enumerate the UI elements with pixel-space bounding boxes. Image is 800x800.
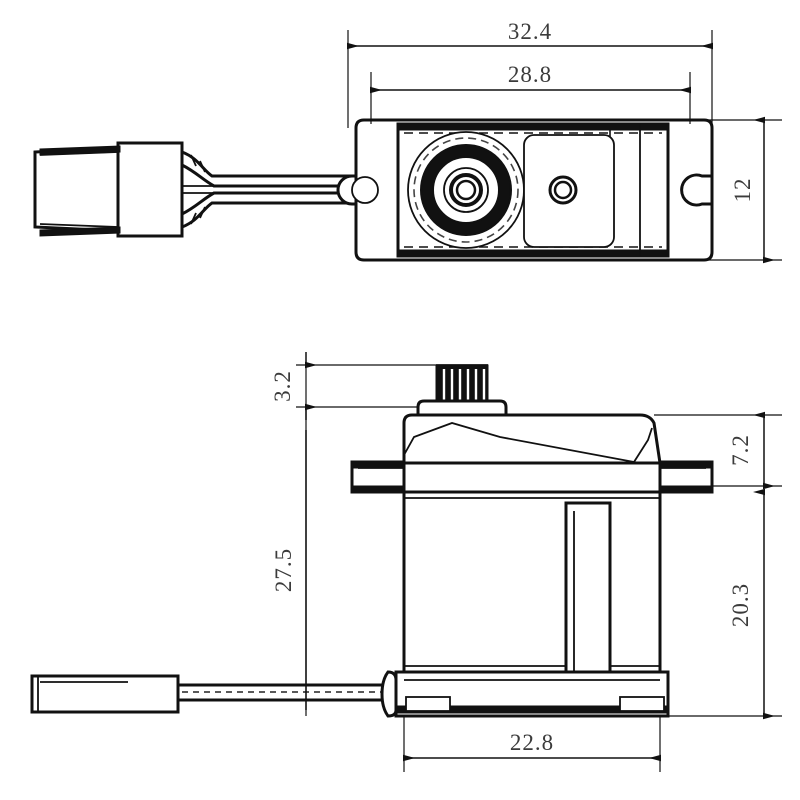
dimension-label-22-8: 22.8 <box>510 730 554 755</box>
output-spline-gear-top <box>407 131 525 249</box>
three-wire-lead-top <box>181 150 360 229</box>
dimension-shaft-height: 3.2 <box>270 352 436 420</box>
mounting-flange-right-side <box>658 460 714 494</box>
bottom-case-side <box>394 670 670 718</box>
servo-connector-top <box>33 141 184 238</box>
cover-plate-top <box>523 134 615 248</box>
dimension-body-width: 28.8 <box>370 62 691 124</box>
dimension-body-height: 20.3 <box>668 488 782 720</box>
top-view-group: 32.4 28.8 12 <box>33 19 782 264</box>
top-case-side <box>402 413 662 465</box>
dimension-label-27-5: 27.5 <box>271 548 296 592</box>
main-body-side <box>402 490 662 685</box>
dimension-label-28-8: 28.8 <box>508 62 552 87</box>
side-view-group: 3.2 27.5 7.2 20.3 22.8 <box>30 352 782 772</box>
dimension-overall-width: 32.4 <box>347 19 713 128</box>
dimension-label-12: 12 <box>730 178 755 203</box>
servo-connector-side <box>30 670 398 718</box>
dimension-label-3-2: 3.2 <box>270 370 295 402</box>
dimension-bottom-width: 22.8 <box>403 716 661 772</box>
dimension-depth: 12 <box>700 116 782 264</box>
dimension-flange-to-top: 7.2 <box>654 411 782 490</box>
dimension-label-7-2: 7.2 <box>728 434 753 466</box>
dimension-label-32-4: 32.4 <box>508 19 552 44</box>
dimension-label-20-3: 20.3 <box>728 583 753 627</box>
mounting-flange-left-side <box>350 460 406 494</box>
dimension-total-height: 27.5 <box>271 365 307 716</box>
